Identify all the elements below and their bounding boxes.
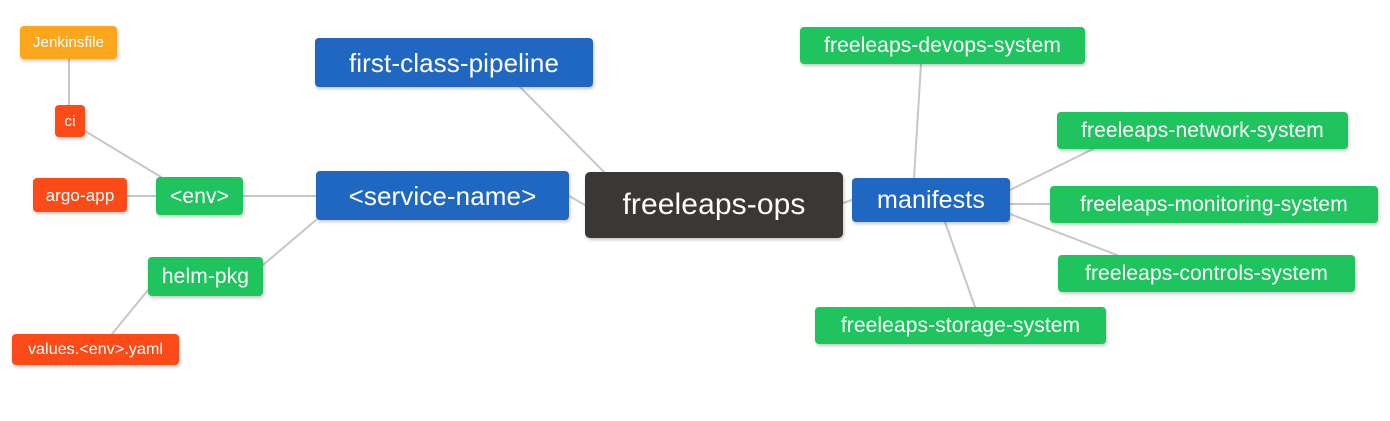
edge-root-to-service <box>568 195 586 206</box>
edge-manifests-to-storage <box>944 221 976 308</box>
mindmap-node-ci[interactable]: ci <box>55 105 85 137</box>
edge-service-to-helm <box>262 219 317 266</box>
mindmap-node-controls[interactable]: freeleaps-controls-system <box>1058 255 1355 292</box>
mindmap-node-root[interactable]: freeleaps-ops <box>585 172 843 238</box>
mindmap-node-monitoring[interactable]: freeleaps-monitoring-system <box>1050 186 1378 223</box>
edge-env-to-ci <box>84 130 162 178</box>
mindmap-node-values[interactable]: values.<env>.yaml <box>12 334 179 365</box>
mindmap-node-env[interactable]: <env> <box>156 177 243 215</box>
mindmap-node-service[interactable]: <service-name> <box>316 171 569 220</box>
mindmap-node-manifests[interactable]: manifests <box>852 178 1010 222</box>
mindmap-node-storage[interactable]: freeleaps-storage-system <box>815 307 1106 344</box>
mindmap-node-argo[interactable]: argo-app <box>33 178 127 212</box>
mindmap-node-jenkins[interactable]: Jenkinsfile <box>20 26 117 59</box>
mindmap-node-network[interactable]: freeleaps-network-system <box>1057 112 1348 149</box>
mindmap-node-pipeline[interactable]: first-class-pipeline <box>315 38 593 87</box>
mindmap-node-devops[interactable]: freeleaps-devops-system <box>800 27 1085 64</box>
edge-manifests-to-network <box>1009 148 1094 191</box>
edge-helm-to-values <box>111 289 149 335</box>
edge-manifests-to-devops <box>913 63 922 179</box>
edge-root-to-pipeline <box>519 86 605 173</box>
edge-root-to-manifests <box>842 199 853 204</box>
mindmap-node-helm[interactable]: helm-pkg <box>148 257 263 296</box>
